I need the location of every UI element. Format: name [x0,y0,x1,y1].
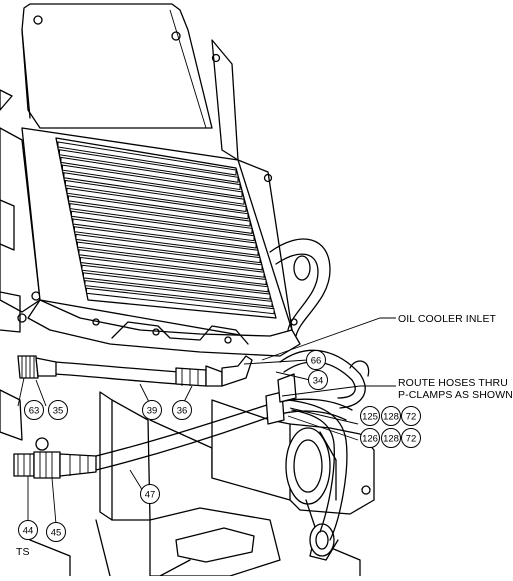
balloon-39-circle [142,400,162,420]
balloon-72-upper-text: 72 [406,411,417,422]
cooler-fin [63,172,245,205]
cooler-fin [66,187,249,220]
cooler-fin [72,218,257,249]
route-hoses-label-line2: P-CLAMPS AS SHOWN [398,389,513,401]
balloon-44-circle [18,520,38,540]
balloon-128-lower-text: 128 [383,433,399,444]
balloon-35: 35 [48,400,68,420]
balloon-72-lower-text: 72 [406,433,417,444]
balloon-47-circle [140,484,160,504]
cooler-fin [74,226,259,256]
balloon-125-text: 125 [362,411,378,422]
oil-cooler-inlet-label: OIL COOLER INLET [398,313,497,325]
part-number-balloons: 66 34 63 35 39 36 125 128 72 126 128 72 47 44 45 [18,350,421,542]
cooler-fin [80,256,267,286]
leader-lines [17,317,396,525]
pump-assembly [211,399,375,561]
balloon-36: 36 [172,400,192,420]
ts-label: TS [16,546,30,558]
balloon-66-circle [306,350,326,370]
cooler-fin [65,179,247,213]
balloon-126-text: 126 [362,433,378,444]
balloon-44-text: 44 [23,525,34,536]
balloon-45-text: 45 [51,527,62,538]
oil-cooler [0,89,301,357]
balloon-72-lower: 72 [401,428,421,448]
balloon-125-circle [360,406,380,426]
cooler-fin [75,233,261,264]
balloon-36-circle [172,400,192,420]
balloon-44: 44 [18,520,38,540]
balloon-35-circle [48,400,68,420]
balloon-45: 45 [46,522,66,542]
cooler-fin [81,264,269,293]
cooler-fin [86,287,275,315]
balloon-72-upper: 72 [401,406,421,426]
mounting-plate [21,3,239,161]
balloon-34: 34 [308,370,328,390]
cooler-fin [59,149,239,183]
cooler-fin [57,141,237,176]
cooler-fin [68,195,251,227]
balloon-126: 126 [360,428,380,448]
hose-47 [13,373,353,479]
balloon-39: 39 [142,400,162,420]
cooler-fin [77,241,263,271]
balloon-128-upper-text: 128 [383,411,399,422]
balloon-128-lower: 128 [381,428,401,448]
balloon-128-upper: 128 [381,406,401,426]
balloon-36-text: 36 [177,405,188,416]
cooler-fin [83,272,271,300]
balloon-45-circle [46,522,66,542]
balloon-128-lower-circle [381,428,401,448]
balloon-47: 47 [140,484,160,504]
balloon-47-text: 47 [145,489,156,500]
balloon-35-text: 35 [53,405,64,416]
balloon-125: 125 [360,406,380,426]
balloon-126-circle [360,428,380,448]
balloon-66-text: 66 [311,355,322,366]
hose-39 [17,355,253,387]
cooler-fin [71,210,255,242]
cooler-fin [60,156,241,191]
balloon-66: 66 [306,350,326,370]
balloon-63-circle [24,400,44,420]
cooler-fin [78,249,265,278]
return-hose [269,238,370,541]
balloon-128-upper-circle [381,406,401,426]
balloon-34-circle [308,370,328,390]
route-hoses-label-line1: ROUTE HOSES THRU [398,377,508,389]
cooler-fins [57,141,275,315]
cooler-fin [84,280,273,307]
balloon-63: 63 [24,400,44,420]
balloon-72-lower-circle [401,428,421,448]
cooler-fin [62,164,243,198]
balloon-72-upper-circle [401,406,421,426]
machine-frame [0,199,361,577]
balloon-39-text: 39 [147,405,158,416]
balloon-63-text: 63 [29,405,40,416]
cooler-fin [69,203,253,234]
balloon-34-text: 34 [313,375,324,386]
